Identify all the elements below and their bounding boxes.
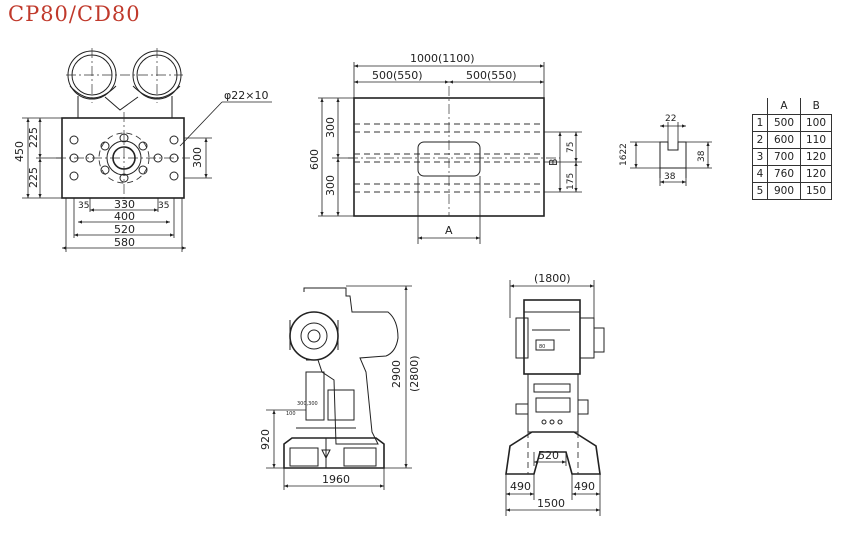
press-side-view: 300,300 100 2900 (2800) 920 1960 (259, 285, 421, 490)
dim-height: 2900 (390, 360, 403, 388)
spec-cell: 5 (752, 182, 768, 200)
dim-base-width: 1960 (322, 473, 350, 486)
dim-table-half-right: 500(550) (466, 69, 517, 82)
dim-table-depth-top: 300 (324, 117, 337, 138)
dim-table-depth-bottom: 300 (324, 175, 337, 196)
spec-table-row: 2 600 110 (752, 131, 832, 149)
dim-35-left: 35 (78, 201, 89, 211)
dim-520: 520 (114, 223, 135, 236)
spec-cell: 900 (767, 182, 801, 200)
tslot-top-width: 22 (665, 114, 676, 124)
dim-table-depth: 600 (308, 149, 321, 170)
spec-cell: 700 (767, 148, 801, 166)
spec-table-row: 4 760 120 (752, 165, 832, 183)
spec-table-row: 3 700 120 (752, 148, 832, 166)
spec-cell: 3 (752, 148, 768, 166)
bolster-top-view: φ22×10 450 225 225 300 35 330 35 400 520… (13, 48, 272, 252)
spec-header-a: A (767, 98, 801, 115)
spec-cell: 1 (752, 114, 768, 132)
front-plate-text: 80 (539, 344, 545, 350)
dim-450: 450 (13, 141, 26, 162)
dim-A: A (445, 224, 453, 237)
tslot-bottom-width: 38 (664, 172, 676, 182)
spec-cell: 2 (752, 131, 768, 149)
spec-table-header: A B (752, 98, 832, 115)
dim-front-top: (1800) (534, 272, 571, 285)
dim-225-top: 225 (27, 127, 40, 148)
spec-header-b: B (800, 98, 832, 115)
spec-cell: 110 (800, 131, 832, 149)
side-tiny-label: 100 (286, 411, 296, 417)
spec-cell: 760 (767, 165, 801, 183)
dim-front-base: 1500 (537, 497, 565, 510)
dim-300-right: 300 (191, 147, 204, 168)
spec-table-row: 1 500 100 (752, 114, 832, 132)
spec-cell: 600 (767, 131, 801, 149)
hole-spec-label: φ22×10 (224, 89, 268, 102)
dim-175: 175 (566, 173, 576, 190)
spec-table-row: 5 900 150 (752, 182, 832, 200)
dim-front-right: 490 (574, 480, 595, 493)
spec-cell: 120 (800, 165, 832, 183)
table-plan-view: 1000(1100) 500(550) 500(550) 600 300 300… (308, 52, 582, 244)
t-slot-section: 22 1622 38 38 (619, 114, 712, 186)
dim-front-center: 520 (538, 449, 559, 462)
spec-cell: 150 (800, 182, 832, 200)
dim-table-width: 1000(1100) (410, 52, 475, 65)
dim-front-left: 490 (510, 480, 531, 493)
spec-table: A B 1 500 100 2 600 110 3 700 120 4 760 … (752, 98, 832, 200)
spec-cell: 120 (800, 148, 832, 166)
dim-B: B (547, 158, 560, 166)
dim-35-right: 35 (158, 201, 169, 211)
page-title: CP80/CD80 (8, 2, 141, 26)
press-front-view: 80 (1800) 520 490 490 1500 (505, 272, 605, 516)
spec-cell: 100 (800, 114, 832, 132)
spec-cell: 500 (767, 114, 801, 132)
tslot-heights: 1622 (619, 143, 629, 166)
dim-height-alt: (2800) (408, 355, 421, 392)
side-small-label: 300,300 (297, 401, 318, 407)
dim-75: 75 (566, 142, 576, 153)
dim-330: 330 (114, 198, 135, 211)
spec-header-index (752, 98, 768, 115)
tslot-right-height: 38 (697, 150, 707, 162)
dim-table-half-left: 500(550) (372, 69, 423, 82)
dim-580: 580 (114, 236, 135, 249)
dim-400: 400 (114, 210, 135, 223)
spec-cell: 4 (752, 165, 768, 183)
dim-table-height: 920 (259, 429, 272, 450)
dim-225-bottom: 225 (27, 167, 40, 188)
